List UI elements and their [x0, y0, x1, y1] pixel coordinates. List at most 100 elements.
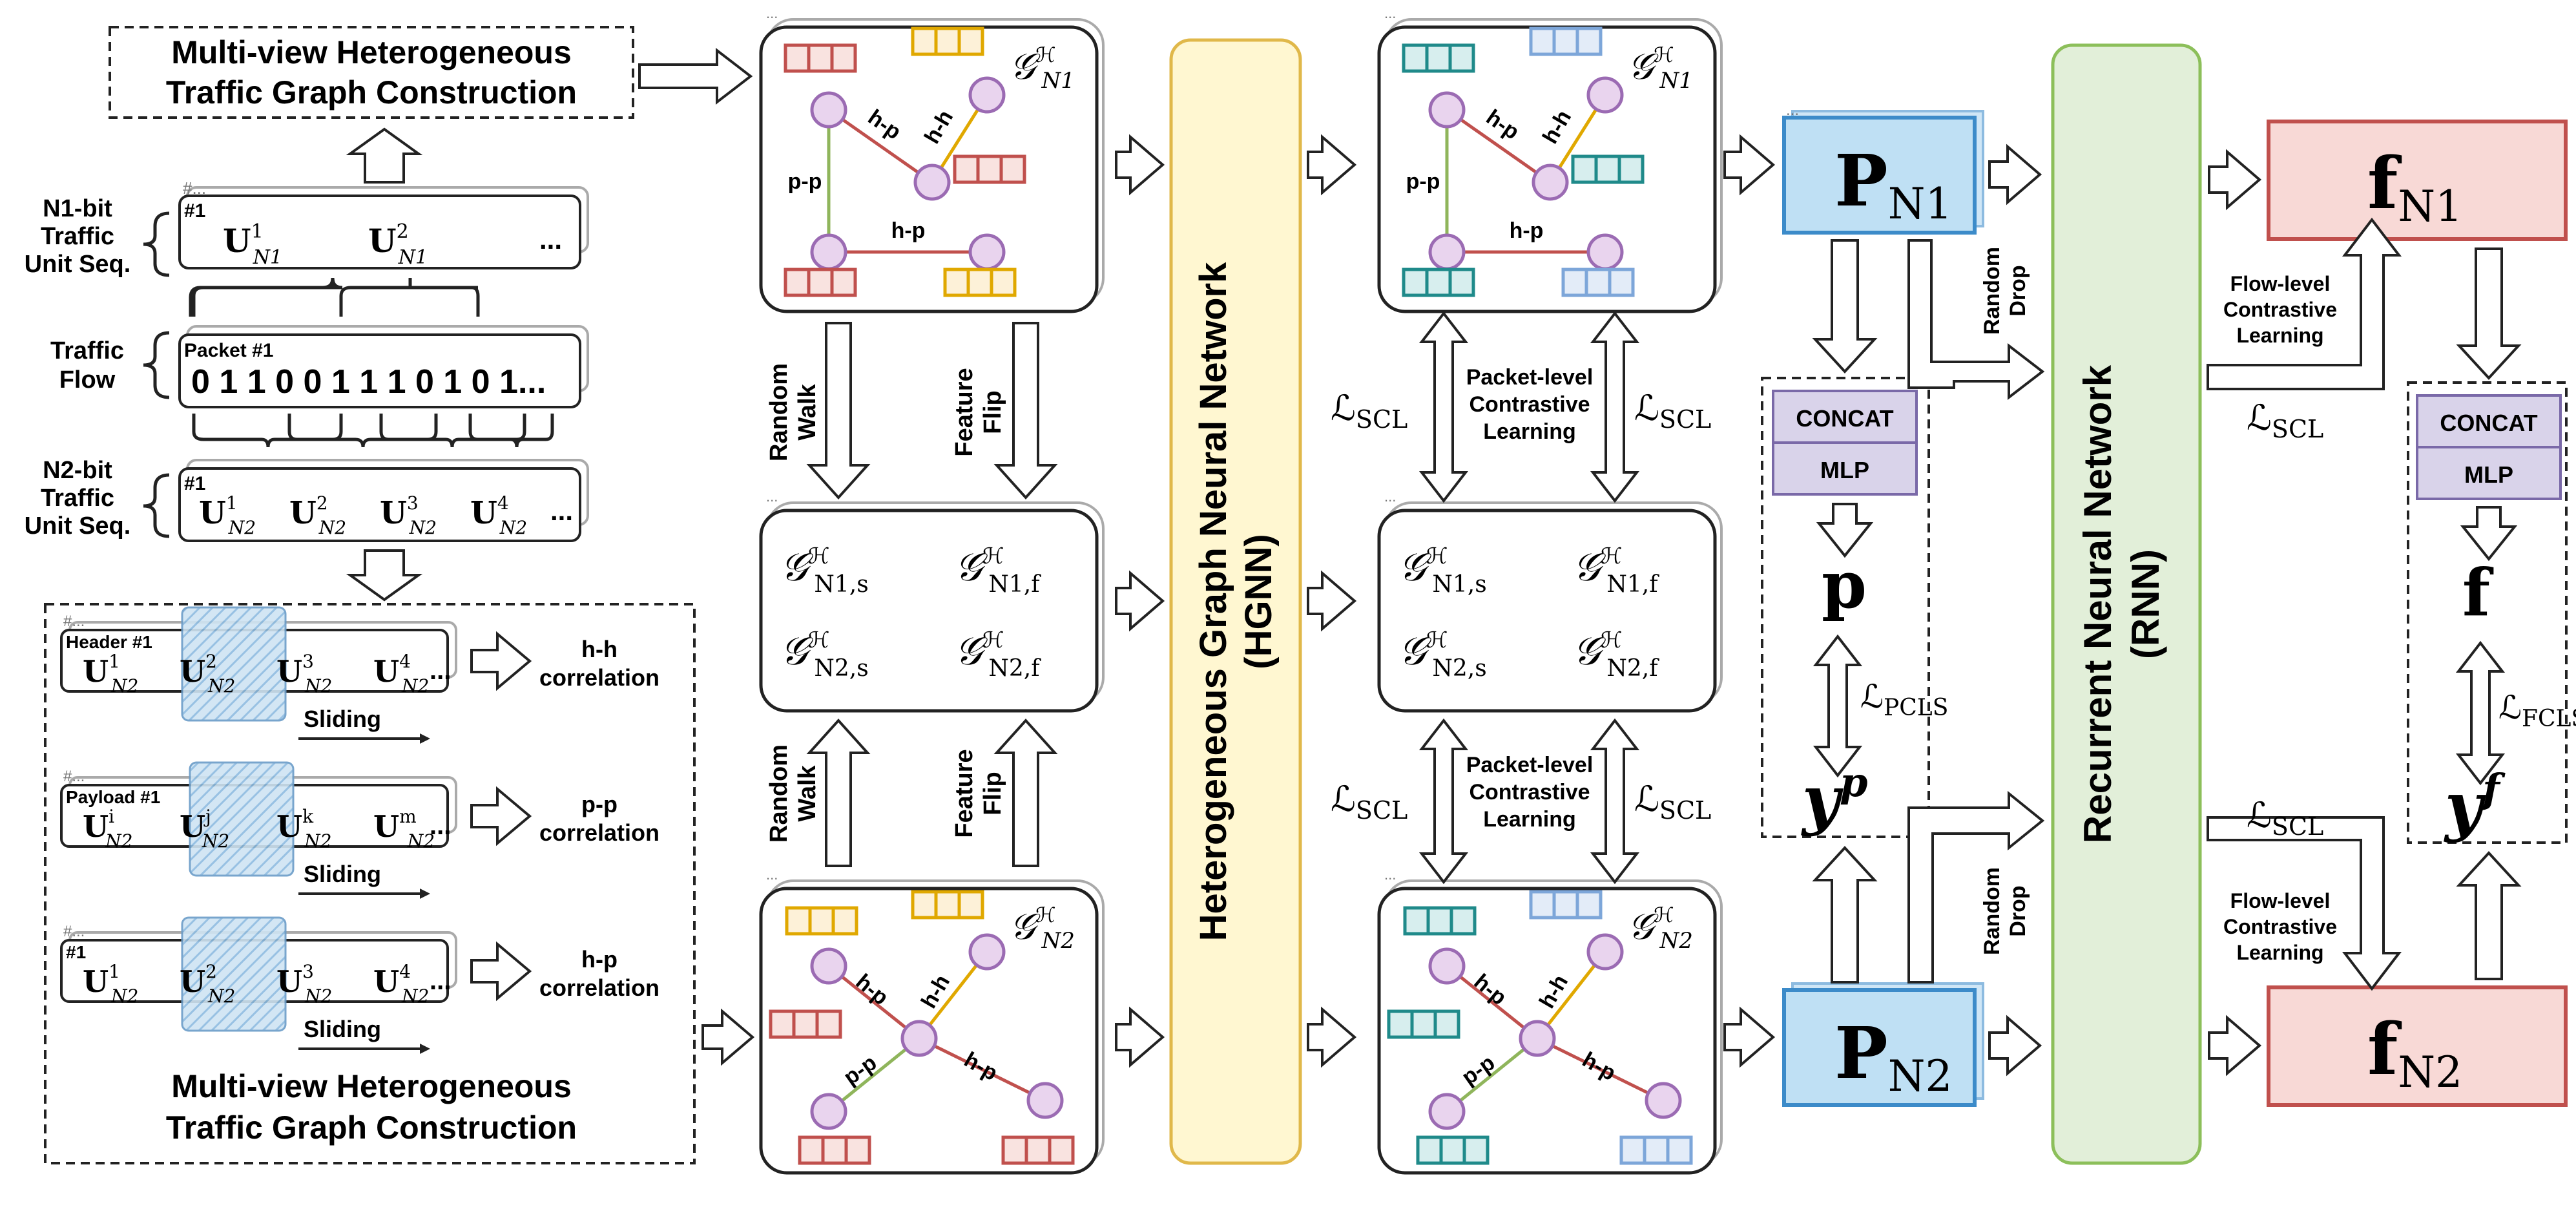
flow-level-arrow-top — [2207, 217, 2402, 390]
flow-level-top-3: Learning — [2236, 324, 2323, 347]
arrow-to-packet-n2 — [1723, 1006, 1776, 1068]
svg-text:...: ... — [766, 489, 778, 505]
svg-text:#...: #... — [63, 768, 85, 785]
col1-feat-2 — [911, 26, 984, 56]
n2-group-brace-4 — [468, 414, 554, 448]
col1-bfeat-2 — [911, 890, 984, 920]
packet-p-label: p — [1822, 547, 1867, 623]
hgnn-block: Heterogeneous Graph Neural Network (HGNN… — [1169, 38, 1302, 1165]
col1-top-edge-hp2: h-p — [891, 218, 926, 243]
arrow-to-hgnn-1 — [1115, 134, 1165, 196]
col1-bfeat-1 — [785, 906, 858, 936]
svg-text:...: ... — [430, 967, 451, 995]
scl-loss-bottom-left: ℒSCL — [1331, 779, 1407, 825]
flow-bits: 0 1 1 0 0 1 1 1 0 1 0 1... — [191, 363, 546, 401]
svg-text:Traffic Graph Construction: Traffic Graph Construction — [166, 1110, 577, 1146]
double-arrow-f-yf — [2455, 640, 2506, 786]
arrow-packet-n1-to-rnn — [1988, 143, 2042, 205]
double-arrow-top-right — [1590, 311, 1640, 503]
col1-feat-4 — [784, 268, 857, 297]
col1-top-node-4 — [810, 233, 847, 271]
arrow-mlp-to-p — [1816, 503, 1874, 558]
svg-text:...: ... — [1384, 5, 1396, 21]
random-walk-label-top-1: Random — [765, 363, 793, 461]
col1-bfeat-5 — [1001, 1135, 1075, 1165]
svg-text:...: ... — [766, 867, 778, 883]
scl-loss-top-left: ℒSCL — [1331, 388, 1407, 434]
arrow-from-hgnn-2 — [1307, 570, 1357, 632]
svg-text:Traffic: Traffic — [41, 485, 114, 512]
col2-top-node-2 — [1586, 76, 1624, 114]
rnn-subtitle: (RNN) — [2124, 549, 2167, 659]
col1-feat-1 — [784, 43, 857, 73]
col2-bottom-node-3 — [1428, 1093, 1466, 1130]
col1-top-node-3 — [913, 163, 951, 201]
col1-bottom-node-3 — [810, 1093, 847, 1130]
col1-feat-5 — [943, 268, 1017, 297]
flow-n2-box: fN2 — [2267, 985, 2568, 1107]
random-walk-label-top-2: Walk — [794, 383, 821, 440]
packet-level-top-1: Packet-level — [1466, 365, 1594, 390]
traffic-flow-label: Traffic Flow — [50, 337, 124, 394]
view-arrow-2 — [470, 786, 532, 847]
sliding-label-1: Sliding — [304, 706, 381, 732]
view-result-2: p-p — [581, 791, 618, 817]
view-arrow-1 — [470, 631, 532, 691]
flow-f-label: f — [2462, 554, 2494, 631]
sliding-label-3: Sliding — [304, 1016, 381, 1042]
packet-level-top-3: Learning — [1483, 419, 1576, 444]
arrow-to-hgnn-3 — [1115, 1006, 1165, 1068]
flow-concat-label: CONCAT — [2440, 410, 2537, 436]
arrow-random-walk-down — [806, 322, 871, 500]
svg-text:#1: #1 — [184, 200, 205, 222]
view-badge-3: #1 — [66, 942, 86, 962]
construction-bottom-title: Multi-view Heterogeneous Traffic Graph C… — [166, 1068, 577, 1146]
arrow-rnn-to-flow-n2 — [2208, 1015, 2262, 1077]
arrow-up-to-title — [346, 127, 423, 184]
feature-flip-label-bottom-2: Flip — [979, 772, 1006, 815]
flow-brace — [143, 331, 170, 399]
construction-title-line1: Multi-view Heterogeneous — [171, 34, 572, 70]
arrow-from-hgnn-1 — [1307, 134, 1357, 196]
view-result-1: h-h — [581, 636, 618, 662]
flow-fcls-loss: ℒFCLS — [2498, 689, 2576, 732]
random-drop-arrow-bottom — [1907, 790, 2045, 984]
n1-sequence-label: N1-bit Traffic Unit Seq. — [25, 195, 131, 278]
col1-bottom-node-4 — [1026, 1082, 1064, 1119]
n1-ellipsis: ... — [539, 224, 562, 255]
sliding-window-1 — [181, 606, 287, 722]
flow-level-bottom-1: Flow-level — [2230, 889, 2331, 912]
packet-pcls-loss: ℒPCLS — [1860, 678, 1948, 721]
random-drop-label-bottom-2: Drop — [2006, 885, 2030, 936]
svg-text:#...: #... — [63, 613, 85, 630]
flow-level-top-2: Contrastive — [2223, 298, 2337, 321]
view-result-caption-2: correlation — [539, 819, 660, 846]
svg-text:#...: #... — [183, 178, 206, 198]
packet-level-bottom-2: Contrastive — [1469, 780, 1590, 805]
arrow-packet-n2-to-rnn — [1988, 1015, 2042, 1077]
packet-level-bottom-1: Packet-level — [1466, 753, 1594, 777]
arrow-to-packet-n1 — [1723, 134, 1776, 196]
col2-bottom-node-1 — [1428, 947, 1466, 985]
arrow-down-to-views — [346, 549, 423, 602]
packet-head-box: CONCAT MLP p yp ℒPCLS — [1761, 377, 1948, 838]
